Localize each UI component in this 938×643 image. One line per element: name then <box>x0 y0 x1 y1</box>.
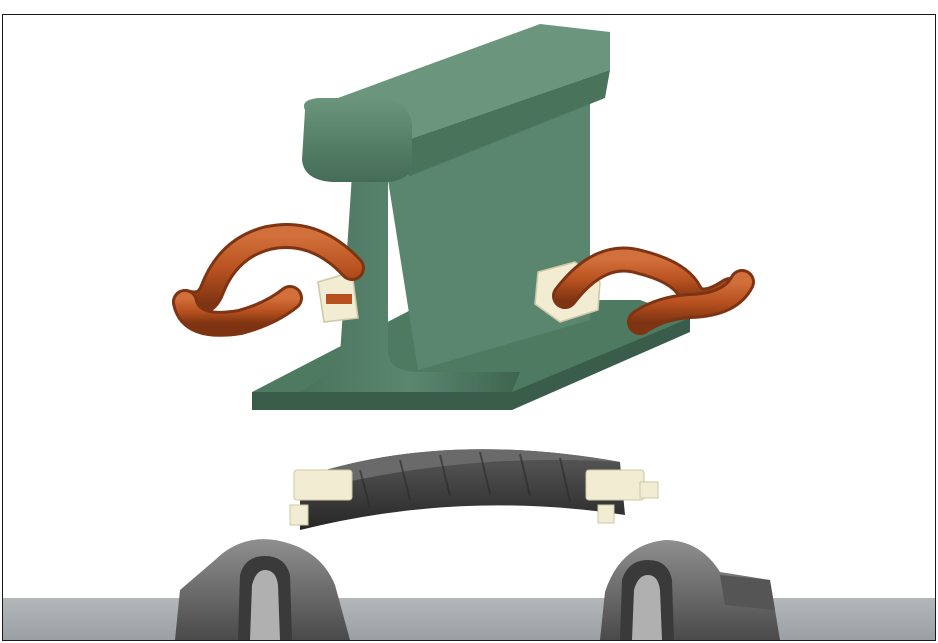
rail-head <box>302 98 412 182</box>
right-shoulder <box>600 540 780 640</box>
pad-end-left <box>294 470 352 500</box>
rail <box>252 24 690 410</box>
rail-pad <box>290 449 658 530</box>
left-shoulder <box>175 539 350 640</box>
sleeper-surface <box>3 598 935 640</box>
pad-end-right <box>586 470 644 500</box>
